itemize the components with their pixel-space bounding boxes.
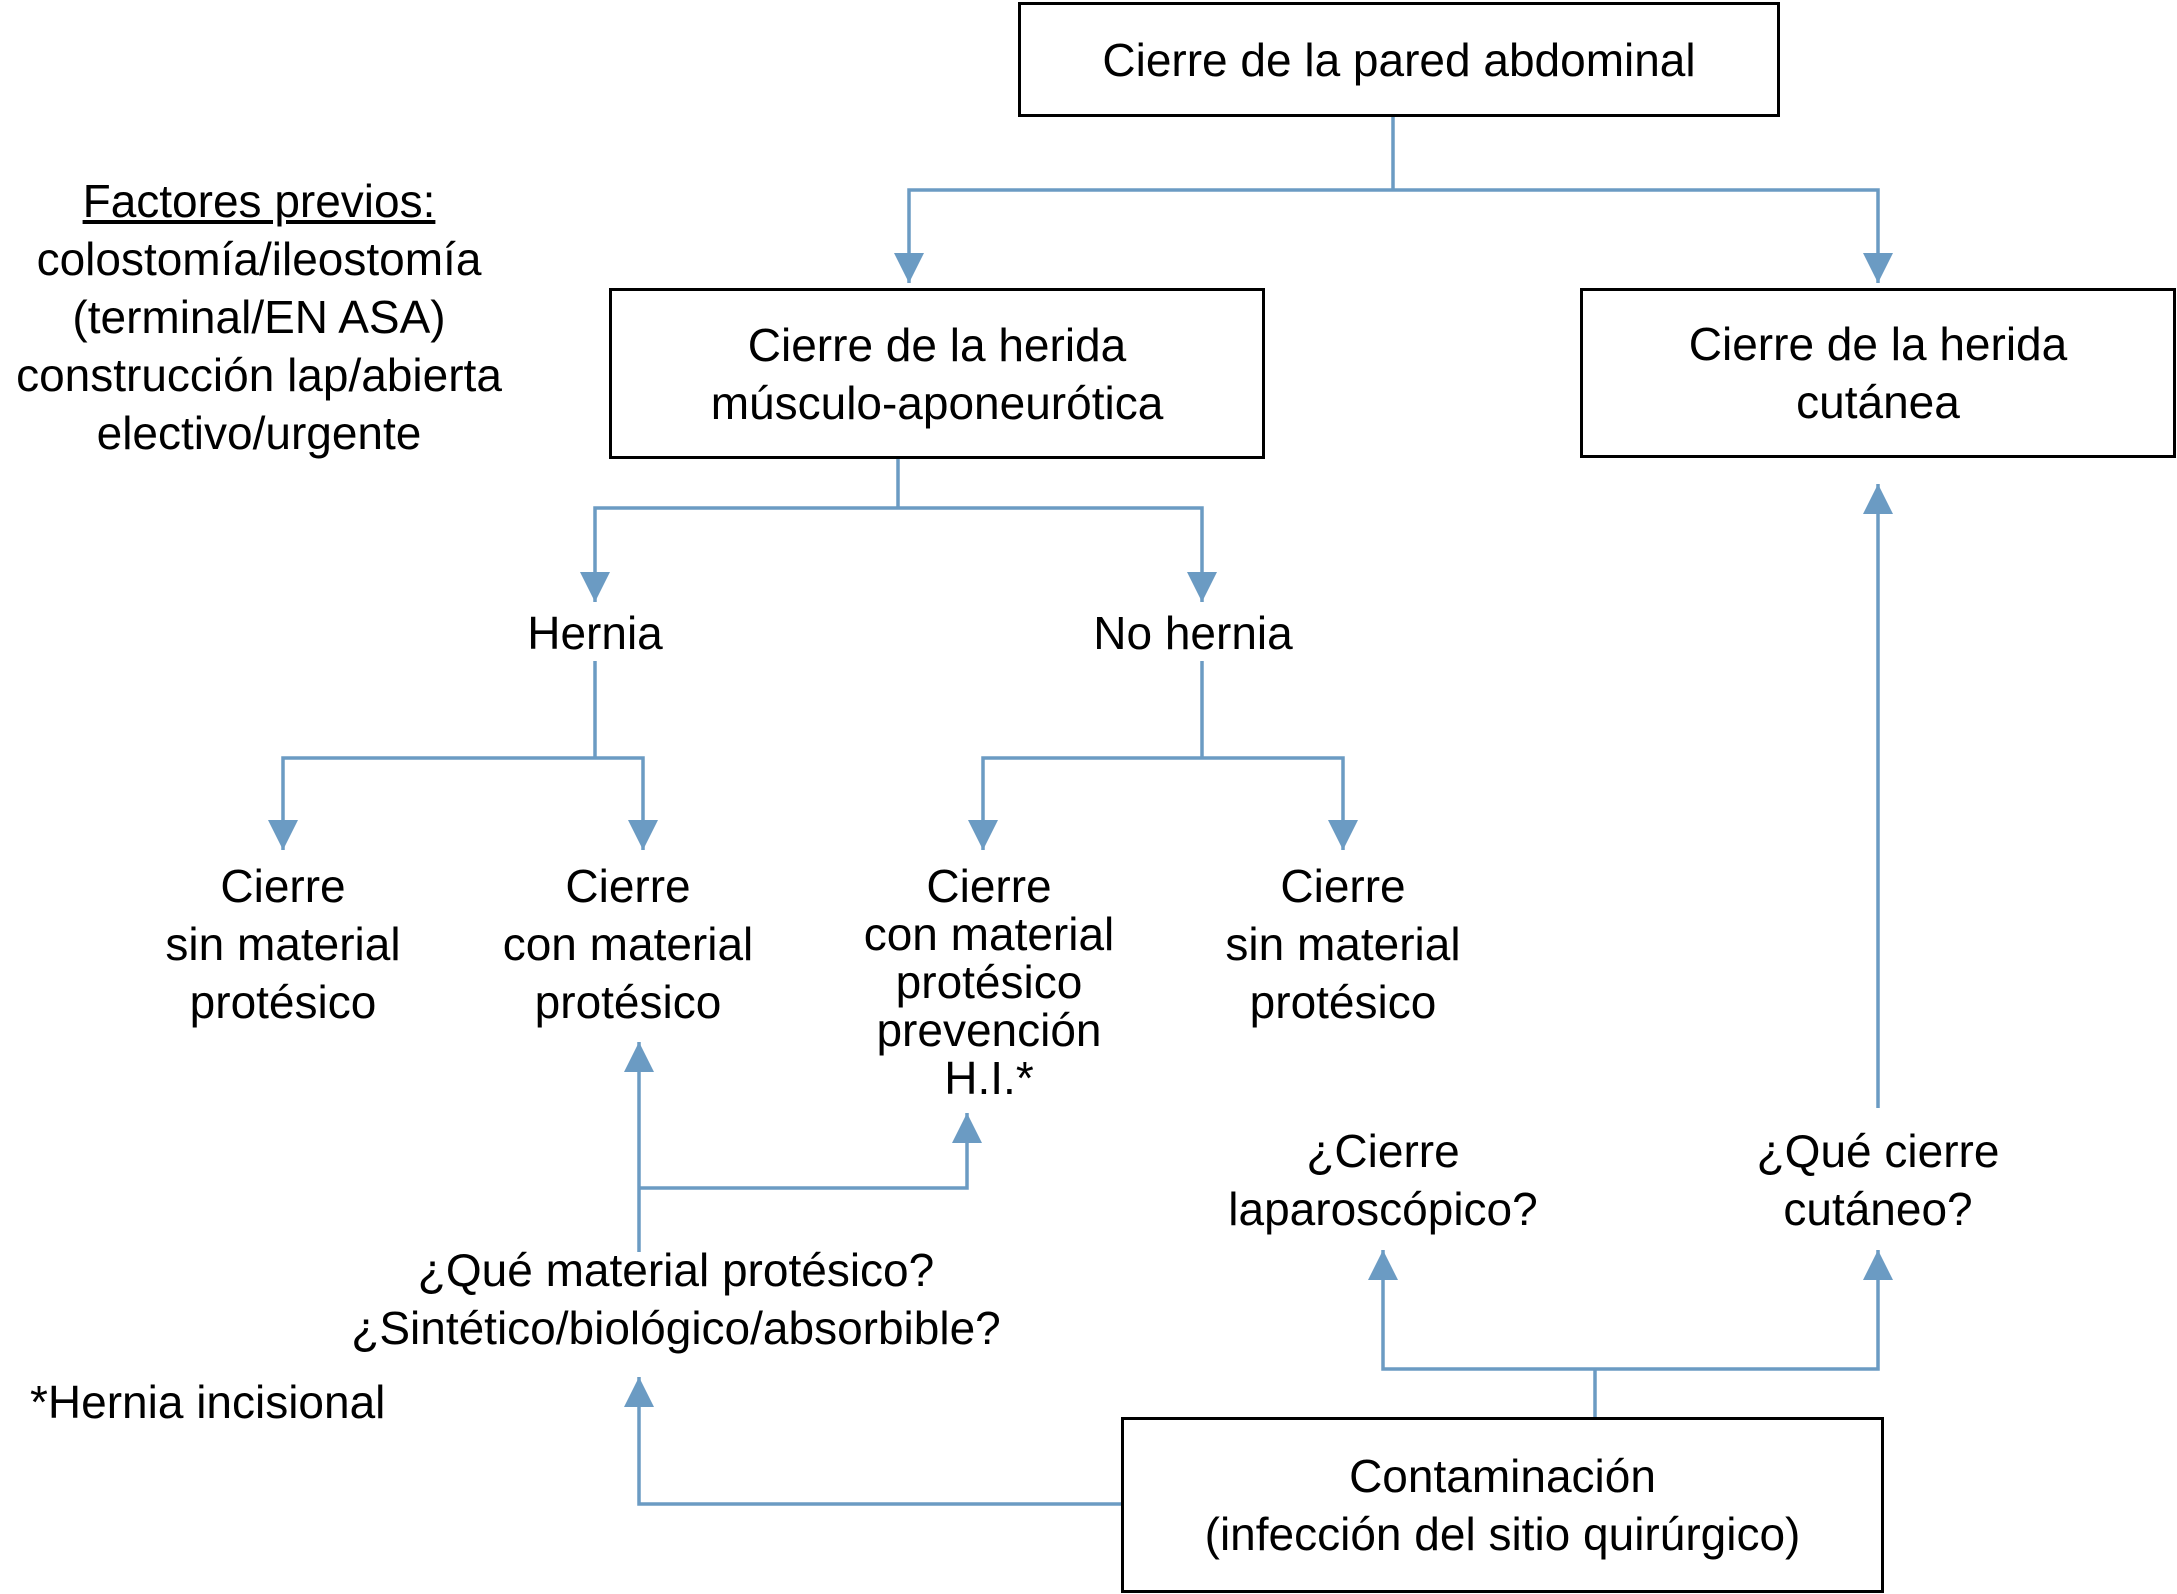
node-cierre-pared-abdominal: Cierre de la pared abdominal [1018,2,1780,117]
node-que-material-protesico: ¿Qué material protésico? ¿Sintético/biol… [351,1244,1001,1354]
node-herida-cutanea: Cierre de la herida cutánea [1580,288,2176,458]
factores-previos: Factores previos: colostomía/ileostomía … [0,172,518,462]
node-contaminacion: Contaminación (infección del sitio quirú… [1121,1417,1884,1593]
link-hernia-to-sin [268,756,595,850]
node-herida-musculo-aponeurotica: Cierre de la herida músculo-aponeurótica [609,288,1265,459]
factores-previos-heading: Factores previos: [82,175,436,227]
node-hernia-sin-material: Cierre sin material protésico [165,860,401,1028]
node-hernia: Hernia [527,607,663,659]
link-nohernia-to-con [968,756,1202,850]
link-hernia-to-con [595,756,658,850]
node-que-cierre-cutaneo: ¿Qué cierre cutáneo? [1756,1125,2000,1235]
link-root-to-cutanea [1393,188,1893,283]
link-musculo-to-nohernia [898,506,1217,602]
node-cierre-laparoscopico: ¿Cierre laparoscópico? [1228,1125,1538,1235]
link-contam-to-cutaneo [1595,1250,1893,1371]
link-root-to-musculo [894,188,1393,283]
link-musculo-to-hernia [580,506,898,602]
node-nohernia-sin-material: Cierre sin material protésico [1225,860,1461,1028]
node-nohernia-con-material-prevencion: Cierre con material protésico prevención… [863,860,1115,1104]
node-hernia-con-material: Cierre con material protésico [502,860,754,1028]
link-nohernia-to-sin [1202,756,1358,850]
link-contam-to-lap [1368,1250,1595,1371]
link-material-to-nhcon [639,1113,982,1190]
footnote: *Hernia incisional [30,1376,386,1428]
link-contam-to-material [624,1377,1122,1506]
node-no-hernia: No hernia [1093,607,1293,659]
